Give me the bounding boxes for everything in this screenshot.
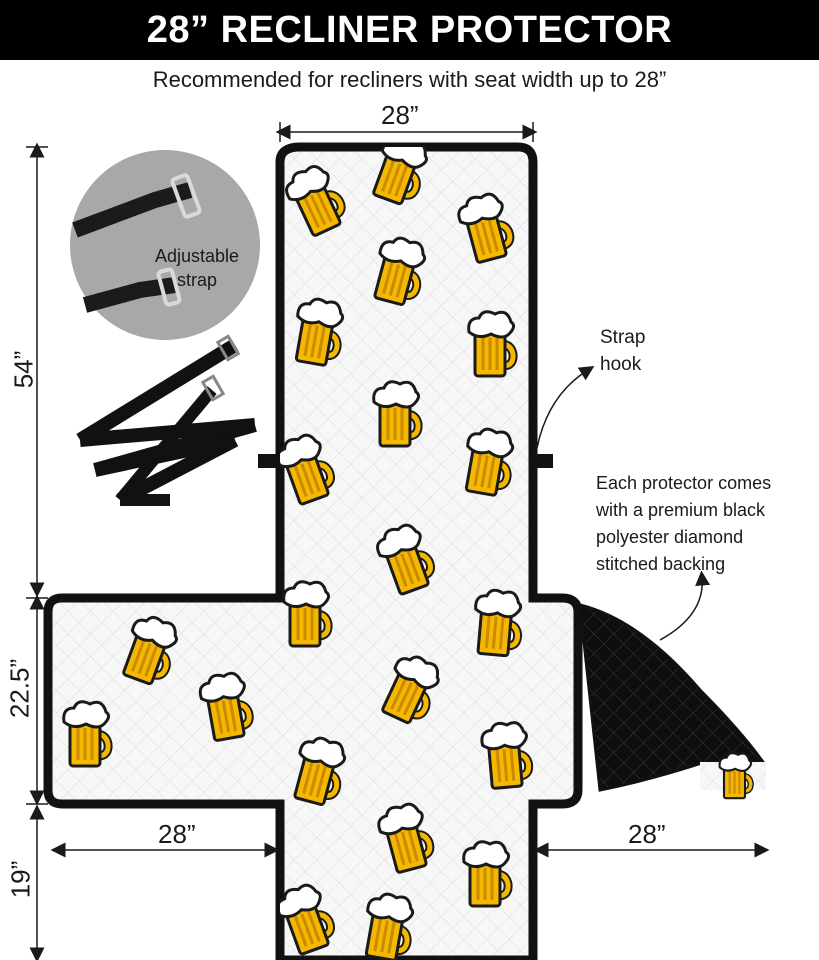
backing-note: Each protector comes with a premium blac… [596,473,772,574]
dim-back-height: 54” [8,350,39,389]
page-title-banner: 28” RECLINER PROTECTOR [0,0,819,60]
strap-tab-right [533,454,553,468]
page-title: 28” RECLINER PROTECTOR [146,9,673,51]
strap-tab-left [258,454,280,468]
dim-right-arm-width: 28” [628,819,666,849]
backing-fold [578,603,766,792]
strap-inset [70,150,260,340]
loose-strap-icon [76,334,257,507]
dimension-lines [26,122,770,960]
dim-top-width: 28” [381,100,419,130]
dim-seat-height: 22.5” [4,658,35,719]
cover-outline [43,142,583,960]
dim-left-arm-width: 28” [158,819,196,849]
dim-footrest-height: 19” [5,860,36,899]
strap-hook-label: Strap hook [600,327,646,375]
subtitle: Recommended for recliners with seat widt… [152,67,667,92]
strap-label: Adjustable strap [154,246,240,290]
